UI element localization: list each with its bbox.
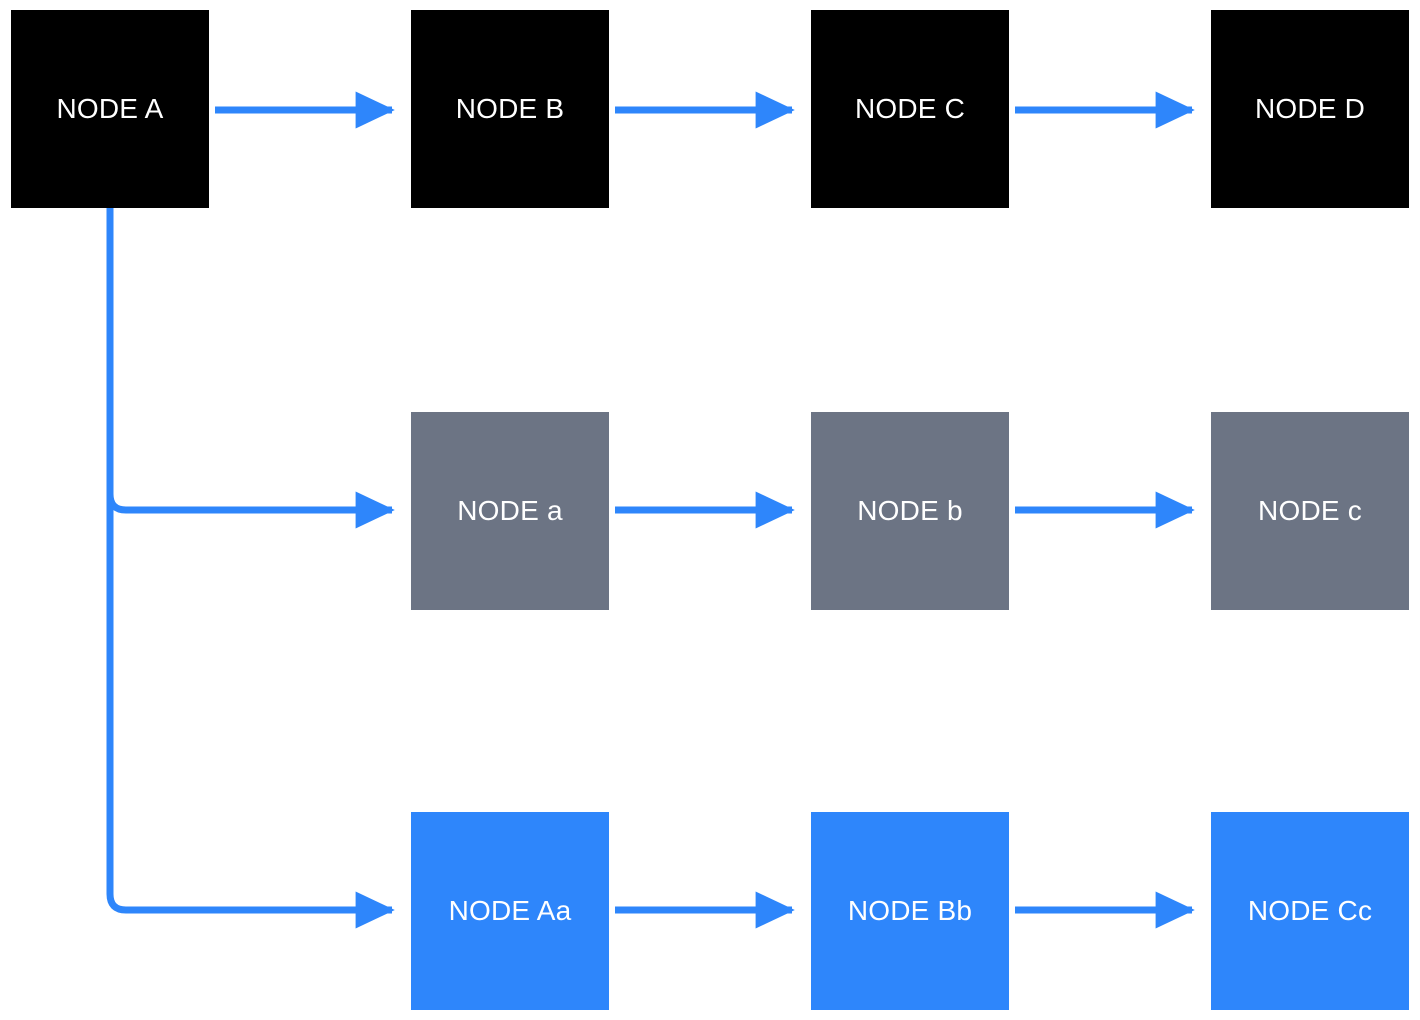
node-d-label: NODE D [1254, 93, 1366, 124]
node-bb-label: NODE Bb [847, 895, 973, 926]
node-cc-label: NODE Cc [1247, 895, 1373, 926]
node-c-label: NODE C [854, 93, 966, 124]
node-b-lower-label: NODE b [857, 495, 963, 526]
node-b-lower[interactable]: NODE b [811, 412, 1009, 610]
node-aa-label: NODE Aa [448, 895, 572, 926]
node-d[interactable]: NODE D [1211, 10, 1409, 208]
node-b-label: NODE B [455, 93, 565, 124]
node-a-lower[interactable]: NODE a [411, 412, 609, 610]
node-bb[interactable]: NODE Bb [811, 812, 1009, 1010]
node-c-lower[interactable]: NODE c [1211, 412, 1409, 610]
node-a-label: NODE A [56, 93, 164, 124]
edge-node-a-to-node-aa [106, 208, 395, 929]
node-cc[interactable]: NODE Cc [1211, 812, 1409, 1010]
node-aa[interactable]: NODE Aa [411, 812, 609, 1010]
node-b[interactable]: NODE B [411, 10, 609, 208]
node-a[interactable]: NODE A [11, 10, 209, 208]
node-c[interactable]: NODE C [811, 10, 1009, 208]
node-a-lower-label: NODE a [457, 495, 563, 526]
edge-node-a-to-node-a-lower [106, 208, 395, 529]
node-c-lower-label: NODE c [1258, 495, 1362, 526]
